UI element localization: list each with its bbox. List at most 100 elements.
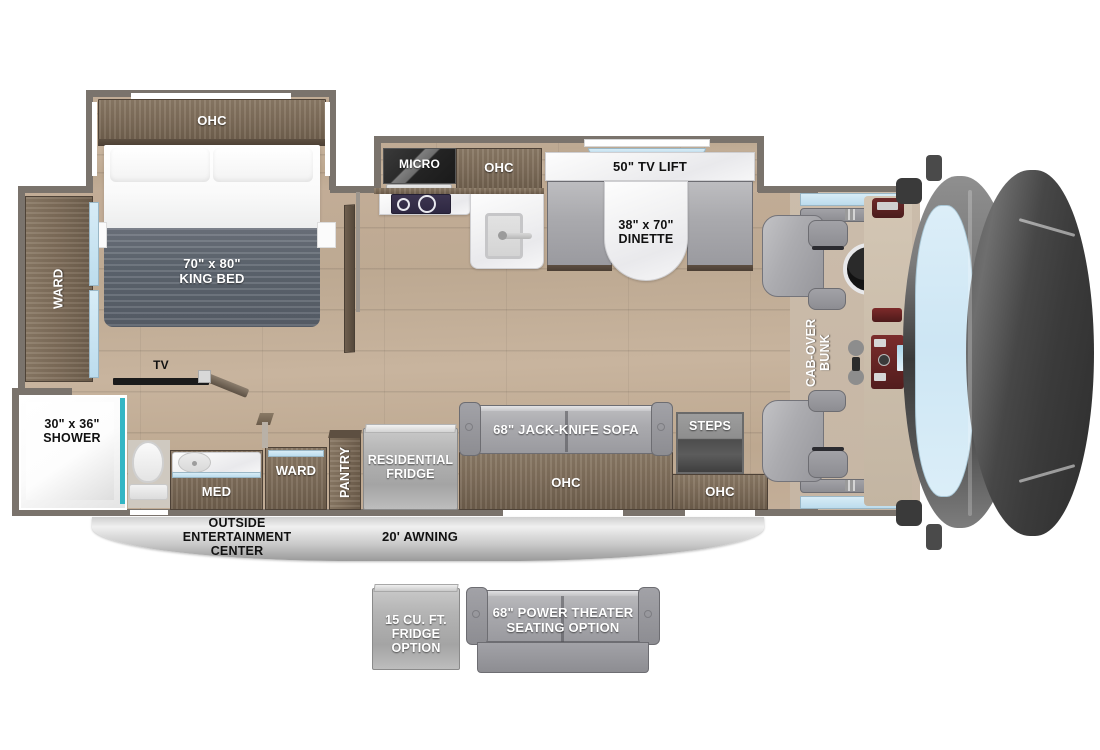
wall-kitchen-slide-top xyxy=(374,136,764,143)
fridge-option-top-trim xyxy=(373,584,459,592)
sofa-arm-left-bolt xyxy=(465,423,473,431)
bedroom-ohc-whiteband xyxy=(131,93,291,100)
climate-knob[interactable] xyxy=(878,354,890,366)
dinette-table[interactable] xyxy=(604,181,688,281)
hood-seam xyxy=(968,190,972,516)
entry-ohc-bottom-trim xyxy=(685,510,755,516)
wall-bedroom-slide-left xyxy=(86,90,93,190)
bed-blanket xyxy=(104,228,320,327)
dinette-bench-left[interactable] xyxy=(547,181,612,267)
pillow-left xyxy=(110,148,210,182)
kitchen-ohc[interactable] xyxy=(456,148,542,192)
sink-faucet xyxy=(502,233,532,239)
hall-wardrobe-trim xyxy=(268,450,324,457)
vanity-sink-drain xyxy=(192,461,197,466)
dinette-bench-right-base xyxy=(687,265,753,271)
bedroom-door-jamb xyxy=(356,192,360,312)
theater-seating-divider xyxy=(561,596,564,642)
dash-accent-strip xyxy=(897,345,905,371)
tv-lift-counter[interactable] xyxy=(545,152,755,181)
bedroom-wardrobe[interactable] xyxy=(25,196,93,382)
climate-vent-right xyxy=(874,373,886,381)
wardrobe-mirror-lower xyxy=(89,290,99,378)
cab-door-handle-upper[interactable] xyxy=(845,209,855,220)
pillow-right xyxy=(213,148,313,182)
fridge-option[interactable] xyxy=(372,588,460,670)
entry-ohc-cabinet[interactable] xyxy=(672,474,768,510)
wall-bath-bumpout-left xyxy=(12,388,19,516)
residential-fridge[interactable] xyxy=(363,428,458,510)
passenger-seat-headrest xyxy=(808,220,848,248)
bedroom-slide-trim-left xyxy=(92,102,97,176)
windshield xyxy=(915,205,973,497)
sofa-arm-right-bolt xyxy=(657,423,665,431)
hall-wardrobe[interactable] xyxy=(265,447,327,510)
wall-top-mid xyxy=(330,186,380,193)
wall-bedroom-slide-right xyxy=(329,90,336,190)
kitchen-base-cabinet[interactable] xyxy=(374,188,544,194)
nightstand-right xyxy=(317,222,336,248)
fridge-top-trim xyxy=(364,424,457,433)
dinette-bench-right[interactable] xyxy=(687,181,753,267)
microwave[interactable] xyxy=(383,148,456,184)
entry-steps[interactable] xyxy=(676,412,744,474)
driver-seat-belt xyxy=(812,447,844,451)
mirror-lower xyxy=(926,524,942,550)
wall-bath-bumpout-bottom xyxy=(12,509,72,516)
passenger-armrest xyxy=(808,288,846,310)
bedroom-tv-mount xyxy=(198,370,211,383)
wall-cab-bottom xyxy=(790,510,910,516)
wall-left xyxy=(18,186,25,516)
awning xyxy=(92,517,764,561)
sink-faucet-base xyxy=(498,231,507,240)
shifter[interactable] xyxy=(852,357,860,371)
burner-1 xyxy=(397,198,410,211)
sofa-ohc-bottom-trim xyxy=(503,510,623,516)
hall-wardrobe-door-edge xyxy=(262,422,268,448)
toilet-floor-strip xyxy=(130,510,168,515)
passenger-seat-belt xyxy=(812,246,844,250)
theater-seating-back-rail xyxy=(482,591,644,596)
bedroom-tv-panel xyxy=(113,378,209,385)
cupholder-upper xyxy=(848,340,864,356)
toilet-bowl[interactable] xyxy=(132,441,164,483)
sofa-back-rail xyxy=(473,406,659,411)
infotainment-screen[interactable] xyxy=(872,308,902,322)
driver-armrest xyxy=(808,390,846,412)
burner-2 xyxy=(418,195,436,213)
cupholder-lower xyxy=(848,369,864,385)
instrument-cluster-screen xyxy=(877,202,898,210)
wall-bottom xyxy=(18,509,818,516)
vanity-backsplash xyxy=(172,472,261,478)
sofa-cushion-divider xyxy=(565,411,568,452)
shower-door-track xyxy=(120,398,125,504)
bedroom-ohc[interactable] xyxy=(98,99,326,144)
bedroom-ohc-shadow xyxy=(98,139,326,146)
theater-seating-arm-left-bolt xyxy=(472,610,480,618)
mirror-upper xyxy=(926,155,942,181)
driver-seat-headrest xyxy=(808,450,848,478)
bedroom-door-panel[interactable] xyxy=(344,204,355,353)
wall-kitchen-slide-left xyxy=(374,136,381,192)
front-hood xyxy=(966,170,1094,536)
pantry[interactable] xyxy=(329,434,361,510)
wall-bath-bumpout-top xyxy=(12,388,72,395)
cab-door-handle-lower[interactable] xyxy=(845,480,855,491)
pantry-top-cap xyxy=(328,430,362,438)
theater-seating-footrest xyxy=(477,642,649,673)
bumper-top xyxy=(896,178,922,204)
cab-over-bunk-area xyxy=(790,300,850,400)
wall-kitchen-slide-right xyxy=(757,136,764,192)
sofa-ohc-cabinet[interactable] xyxy=(459,452,673,510)
bumper-bottom xyxy=(896,500,922,526)
wall-top-left xyxy=(18,186,93,193)
wall-top-right xyxy=(758,186,818,193)
wardrobe-mirror-upper xyxy=(89,202,99,286)
theater-seating-arm-right-bolt xyxy=(644,610,652,618)
climate-vent-left xyxy=(874,339,886,347)
shower-inner xyxy=(26,402,114,500)
dinette-bench-left-base xyxy=(547,265,612,271)
bedroom-slide-trim-right xyxy=(325,102,330,176)
toilet-tank xyxy=(129,484,168,500)
